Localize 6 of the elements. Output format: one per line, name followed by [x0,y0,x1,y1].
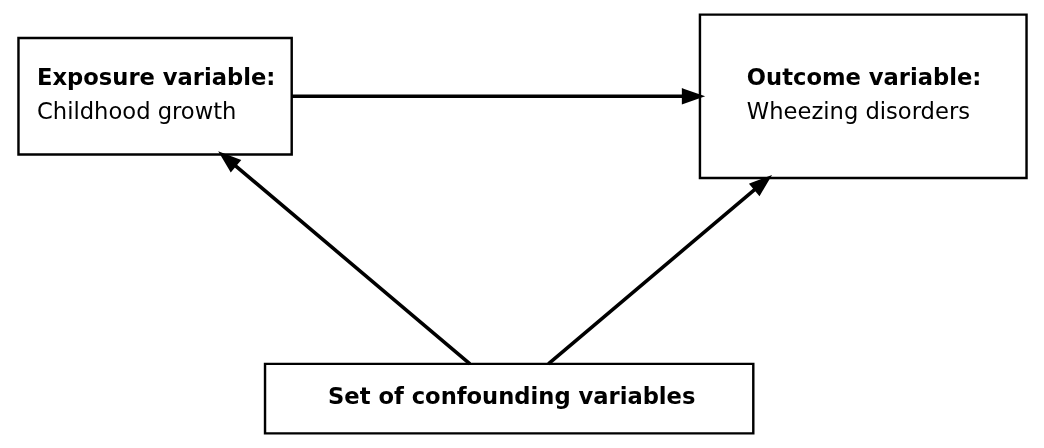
arrow [546,174,772,366]
arrow [217,151,471,366]
node-box: Exposure variable: Childhood growth [16,36,293,156]
arrow [291,88,705,105]
node-box: Set of confounding variables [263,362,754,435]
node-box: Outcome variable: Wheezing disorders [698,13,1028,180]
